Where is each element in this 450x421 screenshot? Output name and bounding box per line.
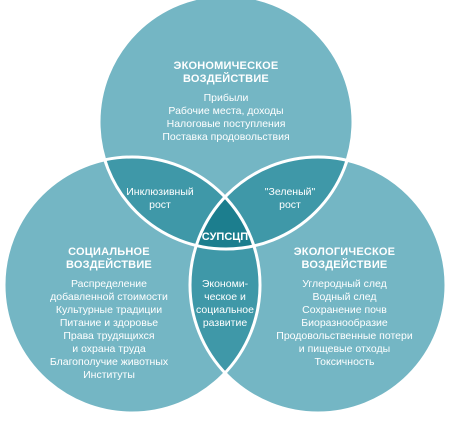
economic-item: Рабочие места, доходы [168,105,284,117]
socioeconomic-label: Экономи- ческое и социальное развитие [180,278,270,330]
socioeconomic-line: Экономи- [201,278,249,290]
ecological-title-line2: ВОЗДЕЙСТВИЕ [301,259,388,271]
social-item: и охрана труда [72,343,146,355]
green-line: рост [279,199,301,211]
ecological-item: Водный след [312,291,377,303]
ecological-item: Продовольственные потери [276,330,413,342]
social-block: СОЦИАЛЬНОЕ ВОЗДЕЙСТВИЕ Распределение доб… [34,246,184,382]
economic-title-line1: ЭКОНОМИЧЕСКОЕ [173,60,279,72]
ecological-item: Токсичность [314,356,375,368]
inclusive-line: Инклюзивный [126,186,194,198]
ecological-item: и пищевые отходы [298,343,391,355]
social-item: Культурные традиции [55,304,163,316]
social-title-line2: ВОЗДЕЙСТВИЕ [66,259,152,271]
economic-outline [97,0,355,251]
social-items: Распределение добавленной стоимости Куль… [34,278,184,382]
social-item: добавленной стоимости [50,291,168,303]
economic-block: ЭКОНОМИЧЕСКОЕ ВОЗДЕЙСТВИЕ Прибыли Рабочи… [146,60,306,144]
ecological-title-line1: ЭКОЛОГИЧЕСКОЕ [293,246,396,258]
economic-title-line2: ВОЗДЕЙСТВИЕ [183,73,269,85]
social-item: Институты [83,369,135,381]
inclusive-growth-label: Инклюзивный рост [110,186,210,212]
green-line: "Зеленый" [264,186,316,198]
ecological-item: Биоразнообразие [301,317,388,329]
socioeconomic-line: развитие [202,317,248,329]
economic-item: Прибыли [203,92,249,104]
ecological-outline [188,155,448,415]
economic-item: Налоговые поступления [166,118,286,130]
inclusive-line: рост [149,199,171,211]
social-item: Права трудящихся [63,330,155,342]
social-title-line1: СОЦИАЛЬНОЕ [68,246,150,258]
social-outline [2,155,262,415]
ecological-item: Углеродный след [302,278,387,290]
socioeconomic-line: ческое и [204,291,246,303]
social-item: Распределение [71,278,147,290]
socioeconomic-line: социальное [195,304,254,316]
center-label: СУПСЦП [201,231,249,243]
ecological-items: Углеродный след Водный след Сохранение п… [262,278,427,369]
economic-items: Прибыли Рабочие места, доходы Налоговые … [146,92,306,144]
inclusive-overlap [99,157,260,249]
social-item: Благополучие животных [49,356,169,368]
ecological-item: Сохранение почв [302,304,387,316]
green-growth-label: "Зеленый" рост [240,186,340,212]
social-item: Питание и здоровье [59,317,159,329]
economic-item: Поставка продовольствия [162,131,290,143]
ecological-block: ЭКОЛОГИЧЕСКОЕ ВОЗДЕЙСТВИЕ Углеродный сле… [262,246,427,369]
green-overlap [190,157,353,249]
